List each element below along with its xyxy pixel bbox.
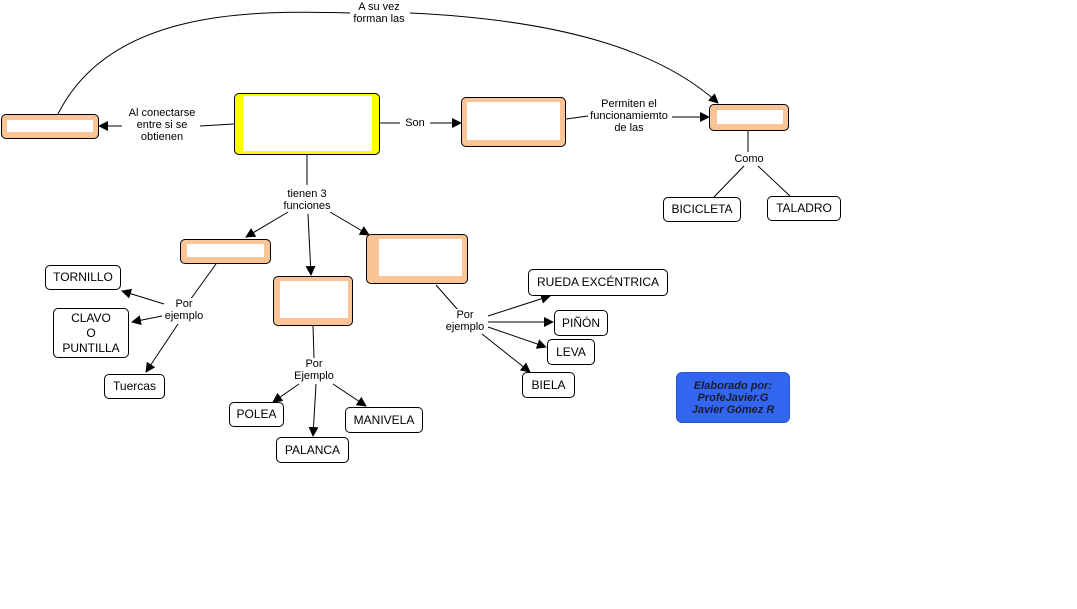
edge-tienen-left <box>245 211 289 238</box>
node-tornillo: TORNILLO <box>45 265 121 290</box>
node-pinon: PIÑÓN <box>554 310 608 336</box>
edge-left-tornillo <box>121 288 165 305</box>
label-por-ejemplo-right: Por ejemplo <box>445 309 485 333</box>
node-leva: LEVA <box>547 339 595 365</box>
edge-left-clavo <box>131 315 163 326</box>
node-clavo: CLAVO O PUNTILLA <box>53 308 129 358</box>
credit-line-2: ProfeJavier.G <box>697 391 769 404</box>
box-mask <box>379 239 462 276</box>
edge-como-taladro <box>757 165 791 197</box>
label-al-conectarse: Al conectarse entre si se obtienen <box>128 107 196 143</box>
node-palanca: PALANCA <box>276 437 349 463</box>
box-mask <box>717 110 783 124</box>
label-tienen-3: tienen 3 funciones <box>283 188 331 212</box>
credit-line-1: Elaborado por: <box>693 379 773 392</box>
function-box-left-blank <box>180 239 271 264</box>
central-concept-box-blank <box>234 93 380 155</box>
label-por-ejemplo-left: Por ejemplo <box>164 298 204 322</box>
edge-a-su-vez-out <box>409 12 719 104</box>
edge-mid-polea <box>272 383 300 403</box>
edge-tienen-right <box>329 211 370 236</box>
label-a-su-vez: A su vez forman las <box>353 1 405 25</box>
credit-line-3: Javier Gómez R <box>691 403 775 416</box>
node-manivela: MANIVELA <box>345 407 423 433</box>
node-taladro: TALADRO <box>767 196 841 221</box>
node-biela: BIELA <box>522 372 575 398</box>
edge-mid-palanca <box>308 383 319 437</box>
edge-left-tuercas <box>145 323 179 373</box>
author-credit-box: Elaborado por: ProfeJavier.G Javier Góme… <box>676 372 790 423</box>
edge-al-conectarse-in <box>199 123 235 127</box>
edge-tienen-mid <box>305 213 316 276</box>
edge-right-in <box>435 284 459 311</box>
edge-mid-in <box>312 325 315 359</box>
box-mask <box>7 120 93 132</box>
edge-left-in <box>189 263 217 301</box>
edge-como-bici <box>712 165 745 199</box>
node-bicicleta: BICICLETA <box>663 197 741 222</box>
box-mask <box>467 102 560 140</box>
edge-right-rueda <box>487 294 551 317</box>
concept-box-right-blank <box>709 104 789 131</box>
node-rueda-excentrica: RUEDA EXCÉNTRICA <box>528 269 668 296</box>
label-por-ejemplo-mid: Por Ejemplo <box>294 358 334 382</box>
label-son: Son <box>405 117 425 129</box>
function-box-right-blank <box>366 234 468 284</box>
box-mask <box>187 244 264 257</box>
label-como: Como <box>734 153 764 165</box>
box-mask <box>280 281 348 318</box>
node-polea: POLEA <box>229 402 284 427</box>
function-box-mid-blank <box>273 276 353 326</box>
edge-right-leva <box>487 326 547 349</box>
node-tuercas: Tuercas <box>104 374 165 399</box>
edge-a-su-vez-in <box>57 11 351 115</box>
label-permiten: Permiten el funcionamiemto de las <box>590 98 668 134</box>
concept-box-son-blank <box>461 97 566 147</box>
concept-box-left-blank <box>1 114 99 139</box>
box-mask <box>243 96 372 151</box>
edge-mid-manivela <box>332 383 367 407</box>
edge-permiten-in <box>565 115 589 120</box>
edge-right-biela <box>481 333 531 373</box>
